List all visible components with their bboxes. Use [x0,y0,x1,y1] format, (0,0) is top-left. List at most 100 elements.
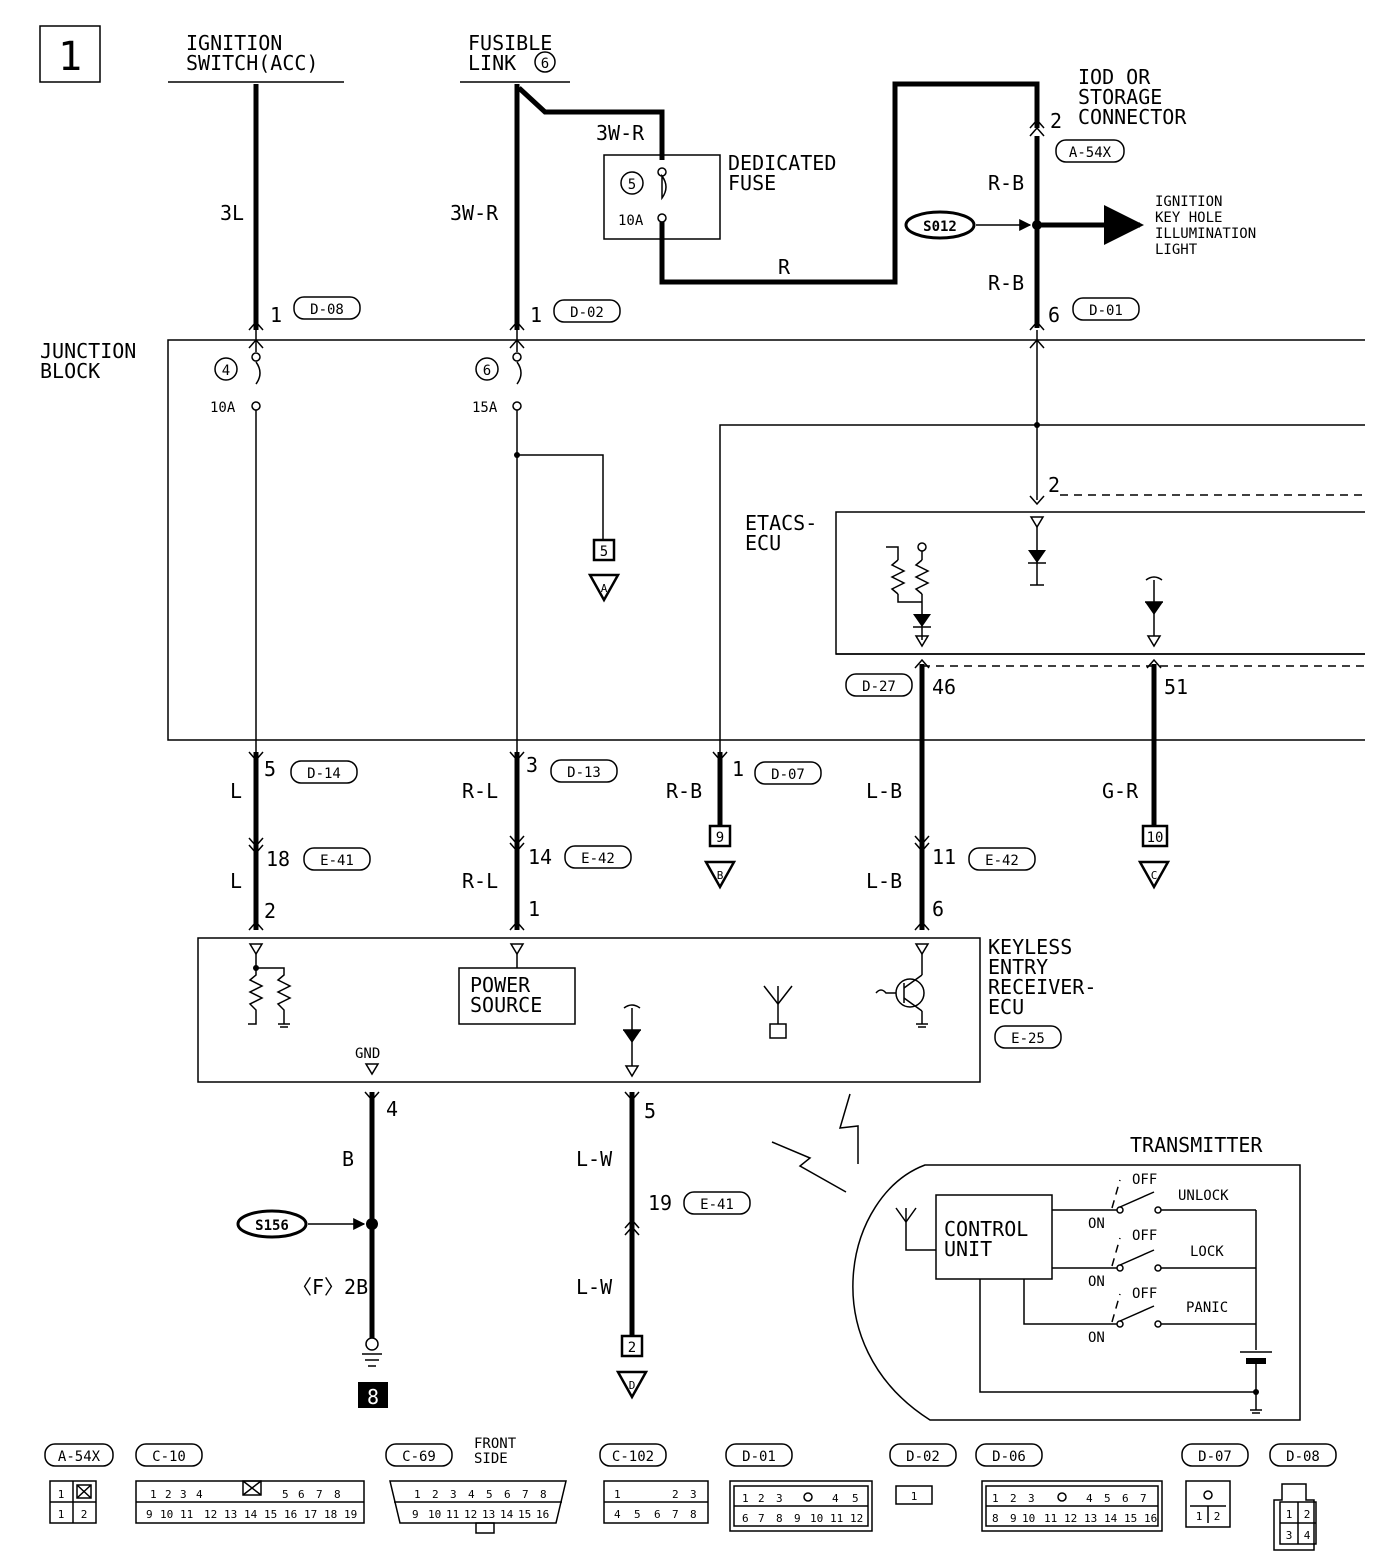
svg-text:D-02: D-02 [906,1449,940,1465]
svg-text:12: 12 [850,1512,863,1525]
svg-text:15A: 15A [472,400,498,416]
svg-text:6: 6 [654,1508,661,1521]
receiver-pin-5: 5 [644,1099,656,1123]
svg-text:LOCK: LOCK [1190,1244,1224,1260]
receiver-pin-2: 2 [264,899,276,923]
svg-text:3: 3 [1028,1492,1035,1505]
svg-text:2: 2 [165,1488,172,1501]
ref-5-A: 5 A [587,538,621,603]
svg-text:4: 4 [614,1508,621,1521]
svg-text:A-54X: A-54X [58,1449,101,1465]
ground-symbol: 8 [358,1337,388,1409]
svg-text:19: 19 [344,1508,357,1521]
svg-text:D-06: D-06 [992,1449,1026,1465]
mid-conn-11: 11 E-42 [914,835,1036,871]
svg-text:1: 1 [614,1488,621,1501]
svg-text:5: 5 [634,1508,641,1521]
text-line: BLOCK [40,359,100,383]
svg-text:7: 7 [1140,1492,1147,1505]
svg-text:14: 14 [244,1508,258,1521]
jb-in-3: 6 D-01 [1029,297,1140,331]
svg-text:2: 2 [628,1340,636,1356]
svg-text:1: 1 [530,303,542,327]
svg-text:11: 11 [932,845,956,869]
svg-text:13: 13 [482,1508,495,1521]
svg-text:18: 18 [324,1508,337,1521]
svg-text:4: 4 [222,363,230,379]
unlock-switch: OFF ON UNLOCK [1088,1172,1256,1232]
svg-text:3: 3 [776,1492,783,1505]
svg-text:11: 11 [180,1508,193,1521]
wire-L-label-b: L [230,869,242,893]
svg-text:D-14: D-14 [307,766,341,782]
receiver-pin-1: 1 [528,897,540,921]
svg-text:2: 2 [672,1488,679,1501]
svg-text:A-54X: A-54X [1069,145,1112,161]
lower-conn-19: 19 E-41 [624,1191,751,1236]
svg-text:ON: ON [1088,1330,1105,1346]
page-number: 1 [58,34,82,80]
text-line: POWER [470,973,531,997]
etacs-51-circuit [1145,576,1163,648]
wire-3WR-branch [517,86,665,160]
jb-in-2: 1 D-02 [509,299,621,331]
wire-3WR-label-b: 3W-R [596,121,645,145]
svg-text:9: 9 [146,1508,153,1521]
svg-text:13: 13 [1084,1512,1097,1525]
etacs-label: ETACS-ECU [745,511,817,555]
connector-view-d07: D-07 1 2 [1181,1443,1249,1528]
svg-text:2: 2 [1010,1492,1017,1505]
receiver-pin-6: 6 [932,897,944,921]
transmitter-outline [852,1164,1301,1421]
svg-text:4: 4 [1304,1529,1311,1542]
svg-text:1: 1 [732,757,744,781]
panic-switch: OFF ON PANIC [1088,1286,1256,1346]
text-line: SWITCH(ACC) [186,51,318,75]
receiver-gnd: GND [355,1046,380,1062]
svg-text:OFF: OFF [1132,1286,1157,1302]
svg-text:12: 12 [464,1508,477,1521]
svg-text:D-13: D-13 [567,765,601,781]
text-line: CONNECTOR [1078,105,1187,129]
svg-text:46: 46 [932,675,956,699]
wire-R-label: R [778,255,791,279]
svg-text:C-10: C-10 [152,1449,186,1465]
text-line: SIDE [474,1451,508,1467]
ref-9-B: 9 B [703,824,737,890]
svg-text:14: 14 [1104,1512,1118,1525]
svg-text:10: 10 [160,1508,173,1521]
antenna-icon [763,985,793,1039]
svg-text:14: 14 [528,845,552,869]
svg-text:15: 15 [518,1508,531,1521]
svg-text:7: 7 [522,1488,529,1501]
svg-text:51: 51 [1164,675,1188,699]
text-line: STORAGE [1078,85,1162,109]
mid-conn-18: 18 E-41 [248,837,371,871]
svg-text:9: 9 [1010,1512,1017,1525]
svg-text:15: 15 [264,1508,277,1521]
jb-out-1: 5 D-14 [248,751,358,784]
svg-text:1: 1 [911,1490,918,1503]
dedicated-fuse-amp: 10A [618,213,644,229]
page-number-box: 1 [39,25,101,83]
svg-text:12: 12 [1064,1512,1077,1525]
svg-text:7: 7 [672,1508,679,1521]
text-line: LINK [468,51,516,75]
connector-view-a54x: A-54X 1 1 2 [44,1443,114,1524]
svg-text:3: 3 [450,1488,457,1501]
wire-LB-label-b: L-B [866,869,902,893]
iod-connector-tag: A-54X [1055,139,1125,163]
wire-F2B-label: 〈F〉2B [292,1275,368,1299]
text-line: IGNITION [186,31,282,55]
